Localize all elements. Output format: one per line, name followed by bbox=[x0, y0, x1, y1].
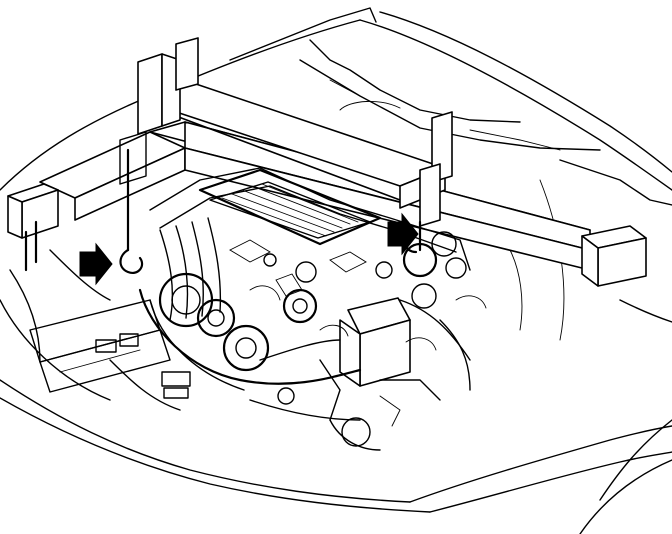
arrow-pointer-icon bbox=[79, 242, 113, 286]
radiator-support bbox=[9, 249, 191, 411]
vehicle-body-outline bbox=[0, 11, 672, 534]
right-hook-point-callout bbox=[387, 212, 419, 256]
left-hook-point-callout bbox=[79, 242, 113, 286]
arrow-pointer-icon bbox=[387, 212, 419, 256]
support-fixture bbox=[7, 37, 647, 287]
